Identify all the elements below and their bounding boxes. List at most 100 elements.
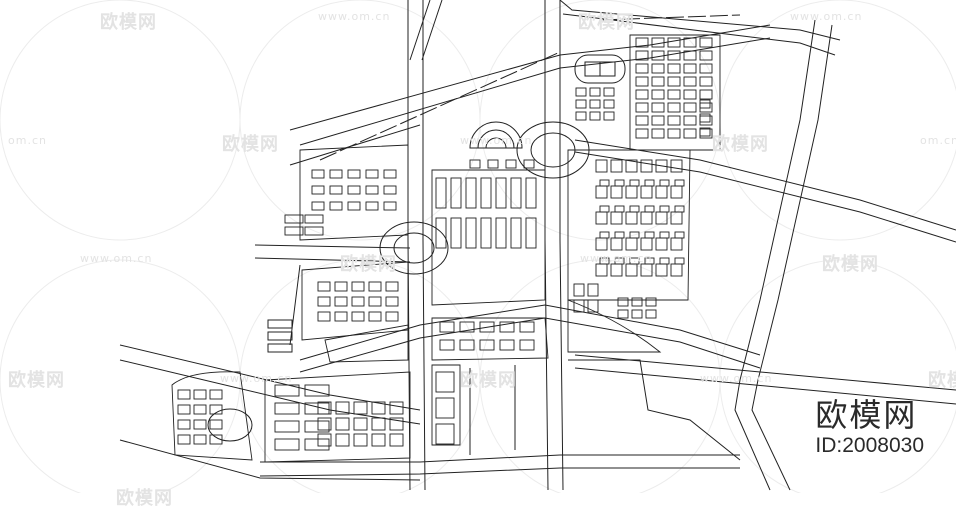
building-footprint xyxy=(389,401,404,415)
building-footprint xyxy=(659,179,670,187)
building-footprint xyxy=(645,309,657,319)
building-footprint xyxy=(435,371,455,393)
building-footprint xyxy=(193,434,207,445)
building-footprint xyxy=(640,263,653,277)
building-footprint xyxy=(479,339,495,351)
building-footprint xyxy=(699,89,713,100)
building-footprint xyxy=(667,89,681,100)
building-footprint xyxy=(353,401,368,415)
building-footprint xyxy=(655,185,668,199)
model-id: ID:2008030 xyxy=(815,434,924,457)
building-footprint xyxy=(635,89,649,100)
building-footprint xyxy=(667,102,681,113)
building-footprint xyxy=(635,50,649,61)
building-footprint xyxy=(651,128,665,139)
building-footprint xyxy=(595,185,608,199)
building-footprint xyxy=(625,237,638,251)
building-footprint xyxy=(383,169,397,179)
building-footprint xyxy=(351,311,365,322)
building-footprint xyxy=(603,99,615,109)
building-footprint xyxy=(334,311,348,322)
building-footprint xyxy=(699,99,711,109)
building-footprint xyxy=(304,384,330,397)
building-footprint xyxy=(610,159,623,173)
building-footprint xyxy=(699,127,711,137)
building-footprint xyxy=(193,419,207,430)
building-footprint xyxy=(317,401,332,415)
building-footprint xyxy=(335,417,350,431)
building-footprint xyxy=(368,311,382,322)
building-footprint xyxy=(304,402,330,415)
building-footprint xyxy=(459,339,475,351)
building-footprint xyxy=(625,159,638,173)
building-footprint xyxy=(670,237,683,251)
building-footprint xyxy=(644,231,655,239)
watermark-url: www.om.cn xyxy=(580,252,653,265)
building-footprint xyxy=(480,177,492,209)
building-footprint xyxy=(459,321,475,333)
building-footprint xyxy=(651,115,665,126)
building-footprint xyxy=(659,257,670,265)
building-footprint xyxy=(311,185,325,195)
building-footprint xyxy=(699,37,713,48)
building-footprint xyxy=(674,231,685,239)
building-footprint xyxy=(383,201,397,211)
building-footprint xyxy=(335,433,350,447)
building-footprint xyxy=(651,102,665,113)
brand-block: 欧模网 ID:2008030 xyxy=(815,397,924,459)
building-footprint xyxy=(595,263,608,277)
building-footprint xyxy=(385,296,399,307)
building-footprint xyxy=(487,159,499,169)
building-footprint xyxy=(267,331,293,341)
building-footprint xyxy=(651,76,665,87)
building-footprint xyxy=(450,217,462,249)
building-footprint xyxy=(267,319,293,329)
building-footprint xyxy=(274,420,300,433)
watermark-logo-text: 欧模网 xyxy=(340,254,397,275)
building-footprint xyxy=(635,37,649,48)
building-footprint xyxy=(317,433,332,447)
building-footprint xyxy=(575,99,587,109)
building-footprint xyxy=(599,205,610,213)
building-footprint xyxy=(699,50,713,61)
watermark-url: www.om.cn xyxy=(220,372,293,385)
building-footprint xyxy=(635,63,649,74)
building-footprint xyxy=(193,404,207,415)
building-footprint xyxy=(670,185,683,199)
building-footprint xyxy=(523,159,535,169)
building-footprint xyxy=(177,419,191,430)
building-footprint xyxy=(610,263,623,277)
building-footprint xyxy=(304,420,330,433)
building-footprint xyxy=(479,321,495,333)
building-footprint xyxy=(368,281,382,292)
building-footprint xyxy=(267,331,293,341)
building-footprint xyxy=(510,217,522,249)
building-footprint xyxy=(311,169,325,179)
building-footprint xyxy=(644,205,655,213)
building-footprint xyxy=(575,87,587,97)
building-footprint xyxy=(347,169,361,179)
building-footprint xyxy=(670,211,683,225)
building-footprint xyxy=(645,297,657,307)
building-footprint xyxy=(274,402,300,415)
building-footprint xyxy=(674,257,685,265)
building-footprint xyxy=(209,389,223,400)
building-footprint xyxy=(371,401,386,415)
building-footprint xyxy=(284,214,304,224)
building-footprint xyxy=(334,281,348,292)
building-footprint xyxy=(525,177,537,209)
building-footprint xyxy=(659,231,670,239)
building-footprint xyxy=(640,185,653,199)
building-footprint xyxy=(389,417,404,431)
building-footprint xyxy=(625,185,638,199)
building-footprint xyxy=(655,211,668,225)
building-footprint xyxy=(651,63,665,74)
building-footprint xyxy=(317,296,331,307)
watermark-logo-text: 欧模网 xyxy=(116,488,173,509)
sports-field xyxy=(574,54,626,84)
building-footprint xyxy=(368,296,382,307)
building-footprint xyxy=(640,237,653,251)
building-footprint xyxy=(450,177,462,209)
building-footprint xyxy=(435,177,447,209)
building-footprint xyxy=(629,231,640,239)
